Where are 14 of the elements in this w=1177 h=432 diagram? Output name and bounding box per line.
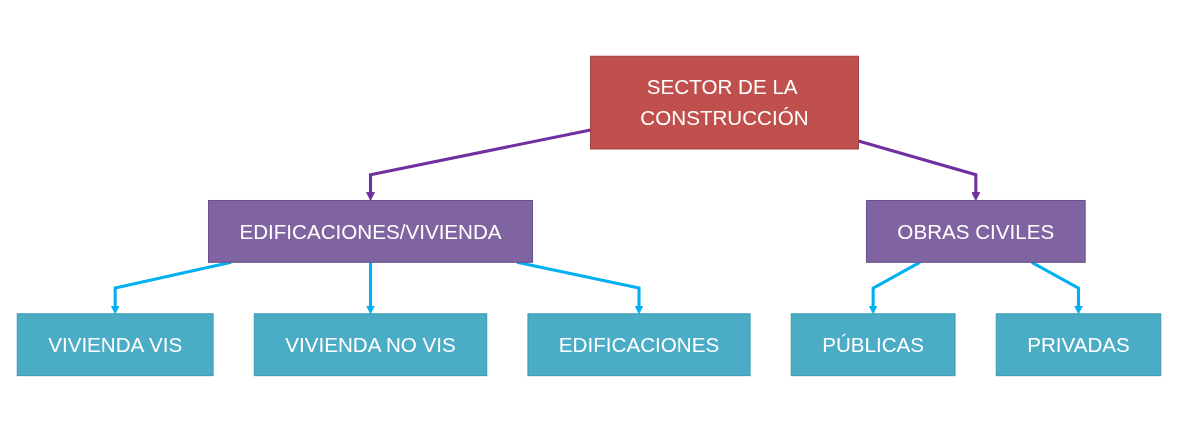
arrow (516, 260, 644, 315)
node-box: EDIFICACIONES/VIVIENDA (207, 200, 533, 263)
arrow (857, 139, 980, 201)
arrow (365, 128, 591, 201)
node-box: OBRAS CIVILES (865, 200, 1086, 263)
node-box: PRIVADAS (995, 313, 1161, 377)
node-box: SECTOR DE LA CONSTRUCCIÓN (589, 55, 859, 150)
arrow (868, 261, 921, 315)
node-box: VIVIENDA VIS (16, 313, 214, 377)
arrow (1030, 261, 1083, 315)
node-box: VIVIENDA NO VIS (253, 313, 487, 377)
node-box: PÚBLICAS (790, 313, 956, 377)
node-box: EDIFICACIONES (526, 313, 751, 377)
arrow (365, 262, 375, 315)
